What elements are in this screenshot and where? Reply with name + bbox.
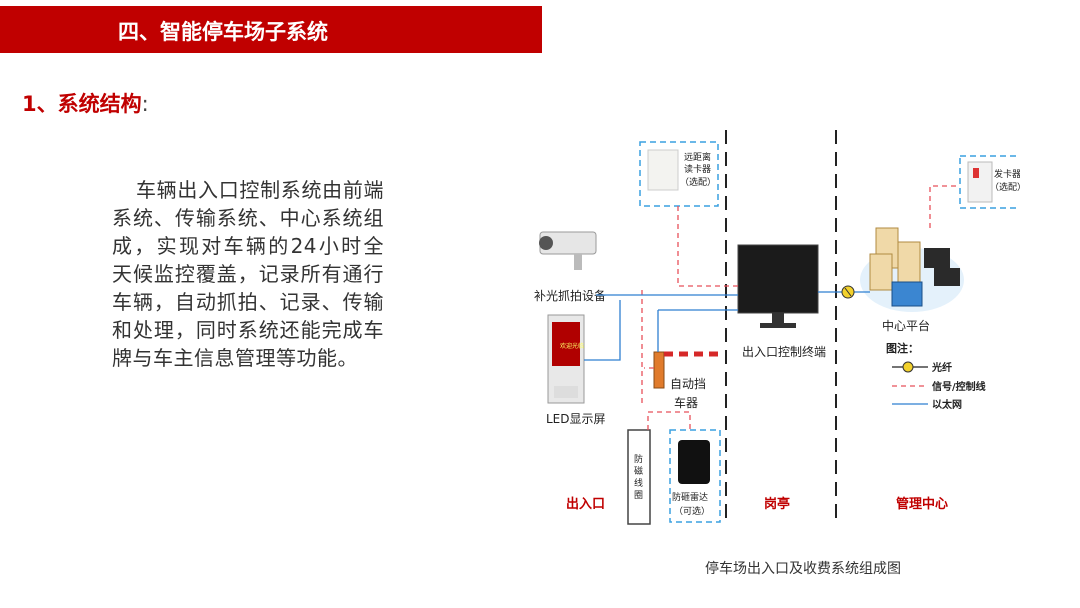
- center-platform-icon: [860, 227, 964, 312]
- control-terminal-monitor-icon: [737, 244, 819, 328]
- section-heading: 1、系统结构:: [22, 88, 149, 118]
- legend-fiber-icon: [902, 361, 914, 373]
- loop-label: 防磁线圈: [634, 453, 643, 501]
- reader-label-3: （选配）: [680, 176, 716, 188]
- signal-lines: [641, 185, 960, 430]
- legend-signal-label: 信号/控制线: [932, 380, 986, 393]
- section-heading-colon: :: [141, 92, 149, 116]
- capture-camera-icon: [539, 231, 597, 270]
- legend: 图注： 光纤 信号/控制线 以太网: [886, 341, 986, 411]
- barrier-label-2: 车器: [674, 395, 698, 410]
- legend-title: 图注：: [886, 341, 919, 355]
- legend-ethernet-label: 以太网: [932, 398, 962, 411]
- anti-smash-loop: [627, 429, 651, 525]
- description-paragraph: 车辆出入口控制系统由前端系统、传输系统、中心系统组成，实现对车辆的24小时全天候…: [112, 178, 384, 370]
- camera-label: 补光抓拍设备: [534, 288, 606, 303]
- zone-entrance-label: 出入口: [566, 496, 605, 512]
- ethernet-lines: [584, 291, 870, 361]
- section-heading-text: 1、系统结构: [22, 92, 142, 116]
- led-display-icon: [547, 314, 585, 404]
- barrier-gate-icon: [653, 351, 720, 389]
- card-issuer-label-2: （选配）: [990, 181, 1020, 193]
- terminal-label: 出入口控制终端: [742, 344, 826, 359]
- legend-fiber-label: 光纤: [931, 361, 952, 374]
- reader-label-2: 读卡器: [684, 163, 711, 175]
- radar-icon: [678, 440, 710, 484]
- reader-label-1: 远距离: [684, 151, 711, 163]
- card-issuer-icon: [967, 161, 993, 203]
- card-issuer-dashed-box: [959, 155, 1020, 209]
- banner-title: 四、智能停车场子系统: [118, 20, 328, 44]
- led-label: LED显示屏: [546, 412, 606, 426]
- card-issuer-label-1: 发卡器: [994, 168, 1020, 180]
- barrier-label-1: 自动挡: [670, 377, 706, 391]
- center-label: 中心平台: [882, 318, 930, 333]
- reader-dashed-box: [639, 141, 719, 207]
- title-banner: 四、智能停车场子系统: [0, 6, 542, 53]
- zone-booth-label: 岗亭: [764, 496, 790, 512]
- radar-label-1: 防砸雷达: [672, 491, 708, 503]
- fiber-link-icon: [841, 285, 855, 299]
- parking-system-diagram: 远距离 读卡器 （选配） 发卡器 （选配） 补光抓拍设备 欢迎光临 LED显示屏…: [534, 130, 1020, 525]
- diagram-caption: 停车场出入口及收费系统组成图: [705, 561, 901, 577]
- remote-reader-icon: [647, 149, 679, 191]
- card-issuer-indicator: [973, 168, 979, 178]
- led-screen-text: 欢迎光临: [560, 342, 584, 350]
- zone-center-label: 管理中心: [896, 496, 948, 512]
- loop-label-group: 防磁线圈: [634, 453, 643, 501]
- radar-dashed-box: [669, 429, 721, 523]
- radar-label-2: （可选）: [674, 505, 710, 517]
